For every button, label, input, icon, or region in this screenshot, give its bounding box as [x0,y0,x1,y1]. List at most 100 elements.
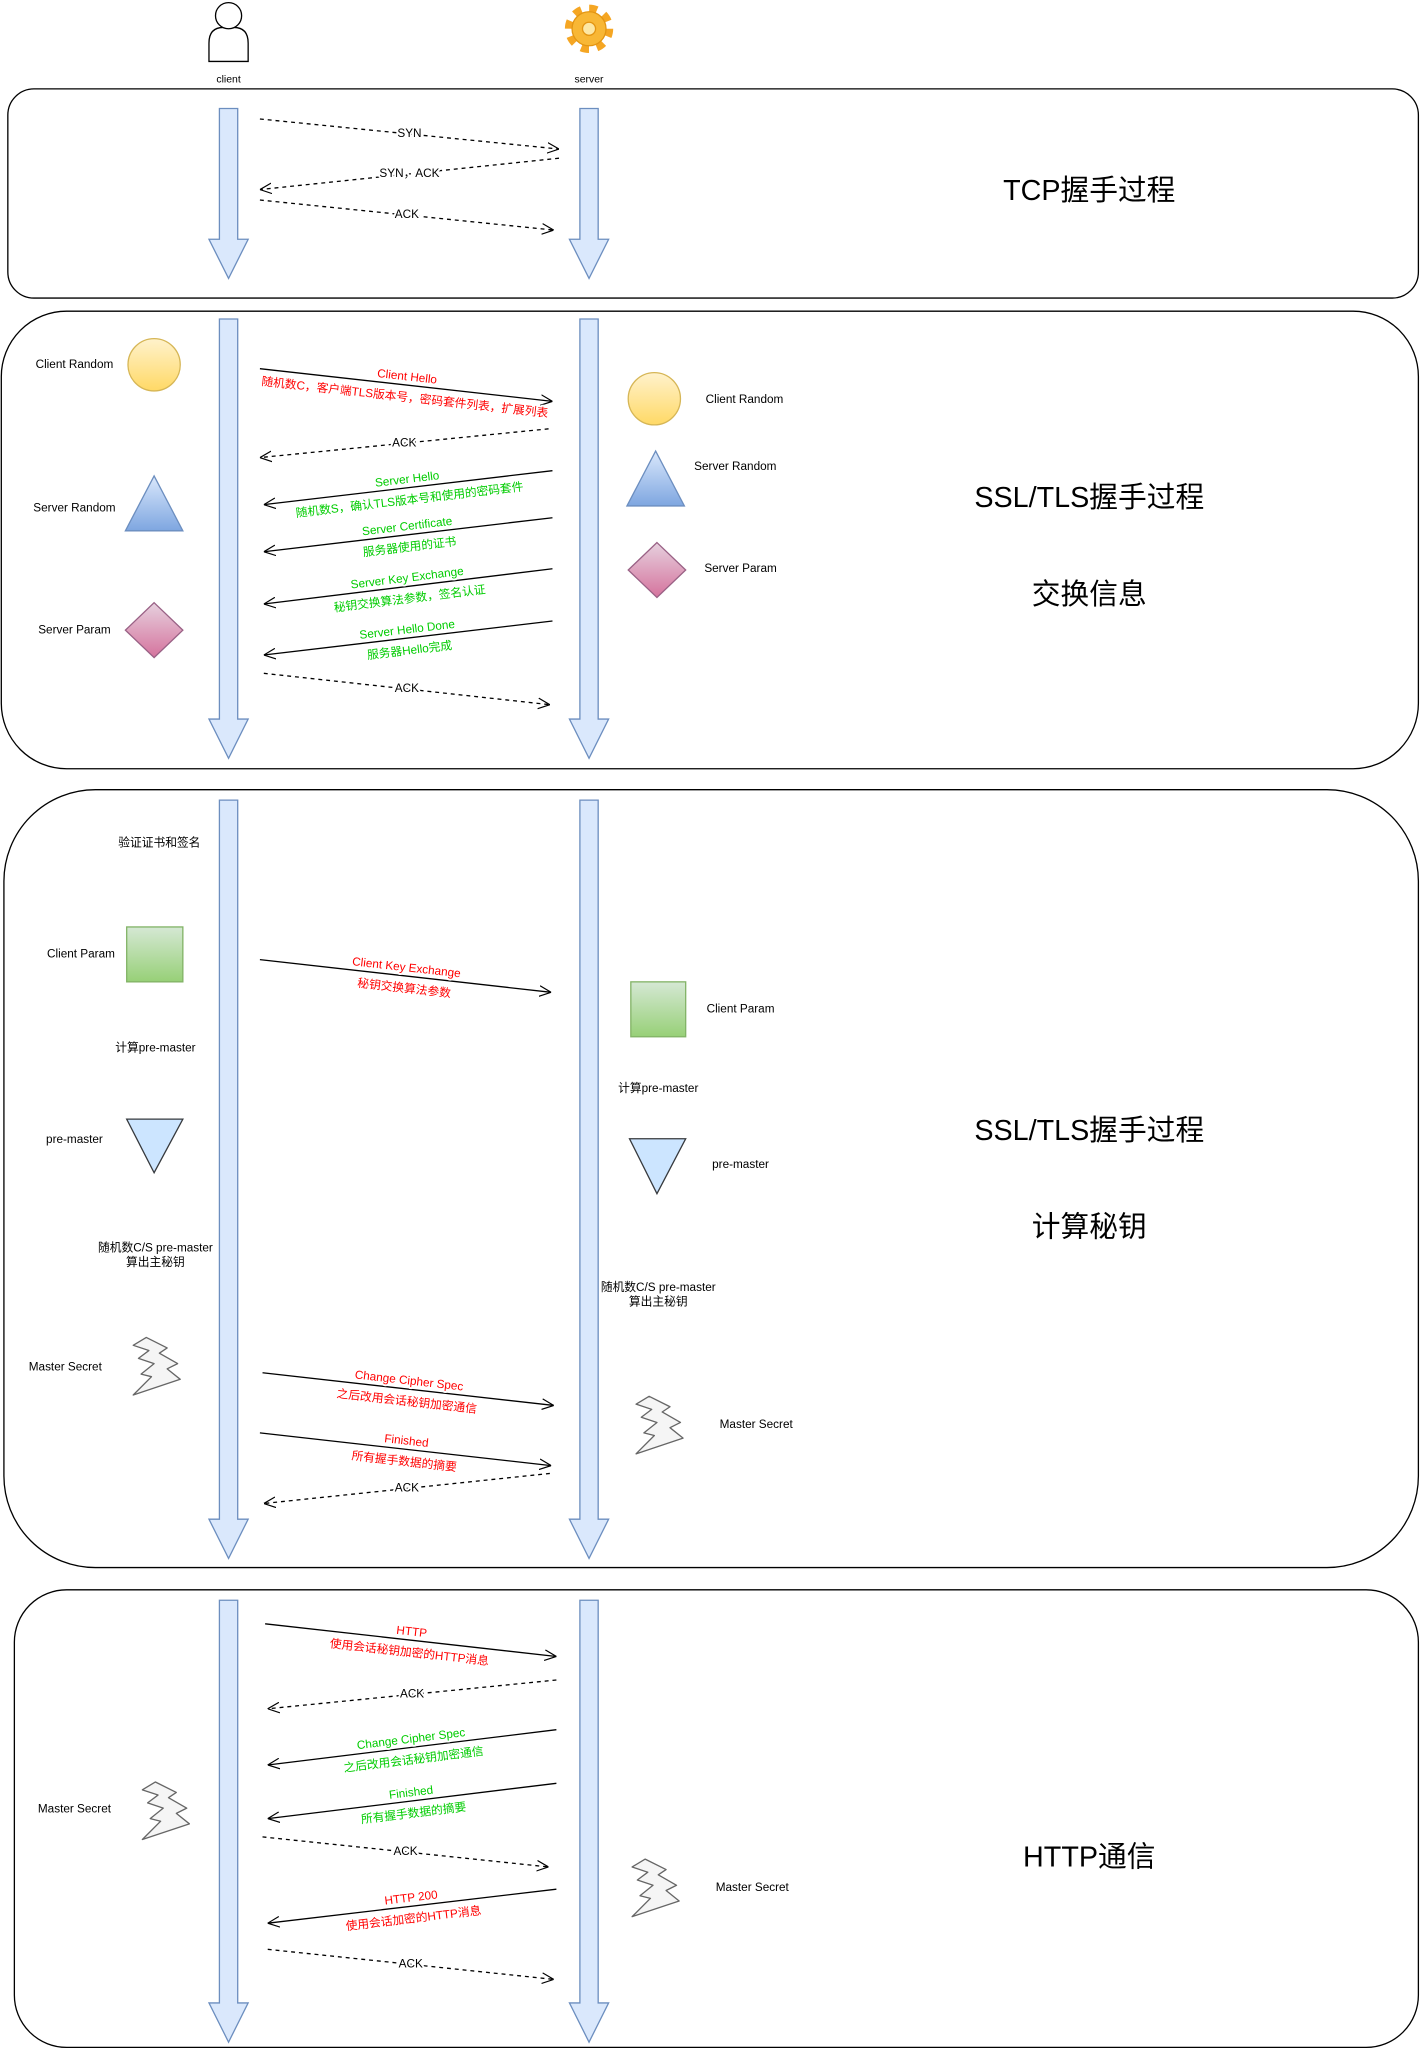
server-lifeline [568,1599,610,2044]
server-random-triangle-icon [124,474,184,532]
message-arrow-line [267,1948,554,1979]
server-lifeline [568,799,610,1560]
server-param-label: Server Param [38,623,111,636]
message-label: SYN [397,127,421,140]
message-label: ACK [395,682,419,695]
client-param-label: Client Param [47,948,115,961]
master-secret-label: Master Secret [29,1361,103,1374]
message-arrow-line [264,517,553,552]
message-label: HTTP [396,1624,428,1640]
master-secret-label: Master Secret [38,1803,112,1816]
server-param-diamond-icon [627,541,687,599]
message-arrow-line [259,118,559,149]
message-ack: ACK [268,1679,557,1709]
server-param-diamond-icon [124,601,184,659]
compute-pre-master-label: 计算pre-master [618,1081,698,1095]
client-label: client [216,75,240,86]
person-icon [208,26,249,63]
keys-section-subtitle: 计算秘钥 [1032,1212,1147,1244]
message-label: ACK [393,1845,417,1858]
client-random-circle-icon [127,337,181,392]
message-arrow-line [263,672,550,704]
server-random-label: Server Random [694,460,776,473]
message-arrow-line [259,958,551,993]
section-frame [13,1589,1420,2049]
master-secret-label: Master Secret [716,1881,790,1894]
message-syn: SYN [259,118,559,149]
message-arrow-line [262,1836,549,1867]
client-random-label: Client Random [706,393,784,406]
message-arrow-line [268,1729,557,1765]
message-label: ACK [395,208,419,221]
exchange-section-subtitle: 交换信息 [1032,579,1147,611]
message-arrow-line [262,1372,554,1406]
section-frame [3,789,1420,1569]
exchange-section: Client Random Server Random Server Param… [0,310,1420,770]
message-ack: ACK [264,1472,550,1503]
message-label: ACK [395,1482,419,1495]
message-arrow-line [264,1472,550,1503]
message-label: ACK [399,1957,423,1970]
client-lifeline [207,799,250,1560]
message-arrow-line [260,428,549,458]
client-random-label: Client Random [36,358,114,371]
client-random-circle-icon [627,371,682,426]
client-param-square-icon [126,926,184,983]
message-label: Finished [388,1784,434,1802]
server-lifeline [568,318,610,760]
pre-master-triangle-icon [628,1138,687,1196]
keys-section-title: SSL/TLS握手过程 [974,1115,1204,1147]
message-arrow-line [260,157,560,189]
message-arrow-line [268,1782,557,1818]
gear-icon [564,4,614,53]
message-ack: ACK [263,672,550,704]
tcp-section: TCP握手过程 [7,88,1420,299]
message-arrow-line [265,1623,556,1657]
message-arrow-line [264,470,553,505]
derive-master-label-line2: 算出主秘钥 [629,1294,688,1308]
verify-certificate-label: 验证证书和签名 [118,835,200,849]
keys-section: 验证证书和签名 Client Param 计算pre-master pre-ma… [3,789,1420,1569]
message-arrow-line [264,620,553,655]
server-lifeline [568,107,610,280]
master-secret-label: Master Secret [720,1418,794,1431]
client-lifeline [207,318,250,760]
server-random-label: Server Random [33,502,115,515]
message-label: SYN，ACK [379,167,439,180]
http-section: Master Secret Master Secret HTTP通信 [13,1589,1420,2049]
message-label: ACK [392,436,416,449]
tcp-section-title: TCP握手过程 [1003,175,1175,207]
message-ack: ACK [260,428,549,458]
derive-master-label-line2: 算出主秘钥 [126,1255,185,1269]
compute-pre-master-label: 计算pre-master [115,1041,195,1055]
message-arrow-line [259,199,554,230]
message-syn-ack: SYN，ACK [260,157,560,189]
exchange-section-title: SSL/TLS握手过程 [974,482,1204,514]
server-actor: server [564,4,614,86]
message-arrow-line [259,368,553,402]
client-actor: client [208,1,249,86]
client-lifeline [207,1599,250,2044]
http-section-title: HTTP通信 [1023,1842,1155,1874]
section-frame [0,310,1420,770]
section-frame [7,88,1420,299]
message-arrow-line [268,1679,557,1709]
server-random-triangle-icon [625,449,686,507]
message-arrow-line [264,568,553,604]
pre-master-triangle-icon [125,1118,184,1175]
server-param-label: Server Param [704,562,777,575]
message-arrow-line [259,1432,551,1466]
client-lifeline [207,107,250,280]
message-ack: ACK [262,1836,549,1867]
message-ack: ACK [259,199,554,230]
pre-master-label: pre-master [712,1158,769,1171]
derive-master-label-line1: 随机数C/S pre-master [601,1280,716,1294]
client-param-label: Client Param [707,1002,775,1015]
pre-master-label: pre-master [46,1133,103,1146]
person-head-icon [214,1,243,30]
message-arrow-line [268,1888,557,1923]
message-label: ACK [400,1687,424,1700]
server-label: server [575,75,605,86]
client-param-square-icon [630,981,687,1038]
